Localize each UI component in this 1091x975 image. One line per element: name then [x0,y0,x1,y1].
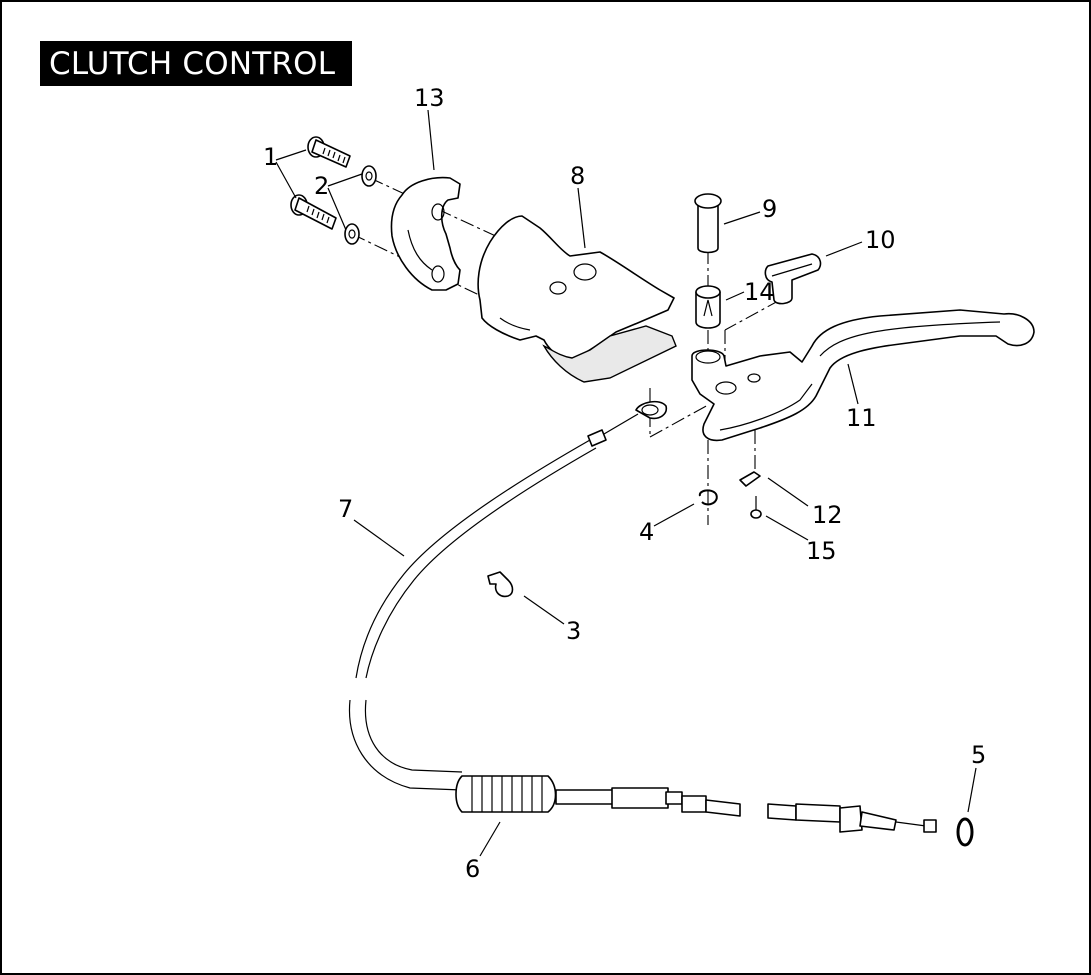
part-12-pin [739,471,761,487]
part-10-interlock-switch [764,253,822,305]
part-4-retaining-ring [698,489,718,506]
callout-10: 10 [865,226,896,254]
diagram-title: CLUTCH CONTROL [49,45,336,82]
callout-11: 11 [846,404,877,432]
callout-14: 14 [744,278,775,306]
part-3-cable-clip [487,571,514,598]
callout-1: 1 [263,143,278,171]
callout-12: 12 [812,501,843,529]
part-14-bushing [695,285,721,329]
callout-7: 7 [338,495,353,523]
callout-13: 13 [414,84,445,112]
callout-4: 4 [639,518,654,546]
part-8-lever-bracket [477,215,677,383]
part-1-screws [290,136,351,230]
callout-6: 6 [465,855,480,883]
part-2-washers [344,165,377,245]
part-13-clamp [390,176,461,291]
callout-15: 15 [806,537,837,565]
callout-9: 9 [762,195,777,223]
callout-labels: 1 2 3 4 5 6 7 8 9 10 11 12 13 14 15 [263,84,986,883]
screw-upper [307,136,351,168]
part-9-pivot-pin [694,193,722,254]
callout-2: 2 [314,172,329,200]
part-15-screw [750,496,762,519]
callout-8: 8 [570,162,585,190]
callout-3: 3 [566,617,581,645]
callout-5: 5 [971,741,986,769]
leader-lines [275,109,977,857]
part-5-o-ring [956,817,974,847]
part-7-clutch-cable-upper [355,400,668,679]
title-banner: CLUTCH CONTROL [40,41,352,86]
part-11-clutch-lever [691,309,1035,442]
part-6-clutch-cable-lower [348,699,937,833]
screw-lower [290,194,337,230]
